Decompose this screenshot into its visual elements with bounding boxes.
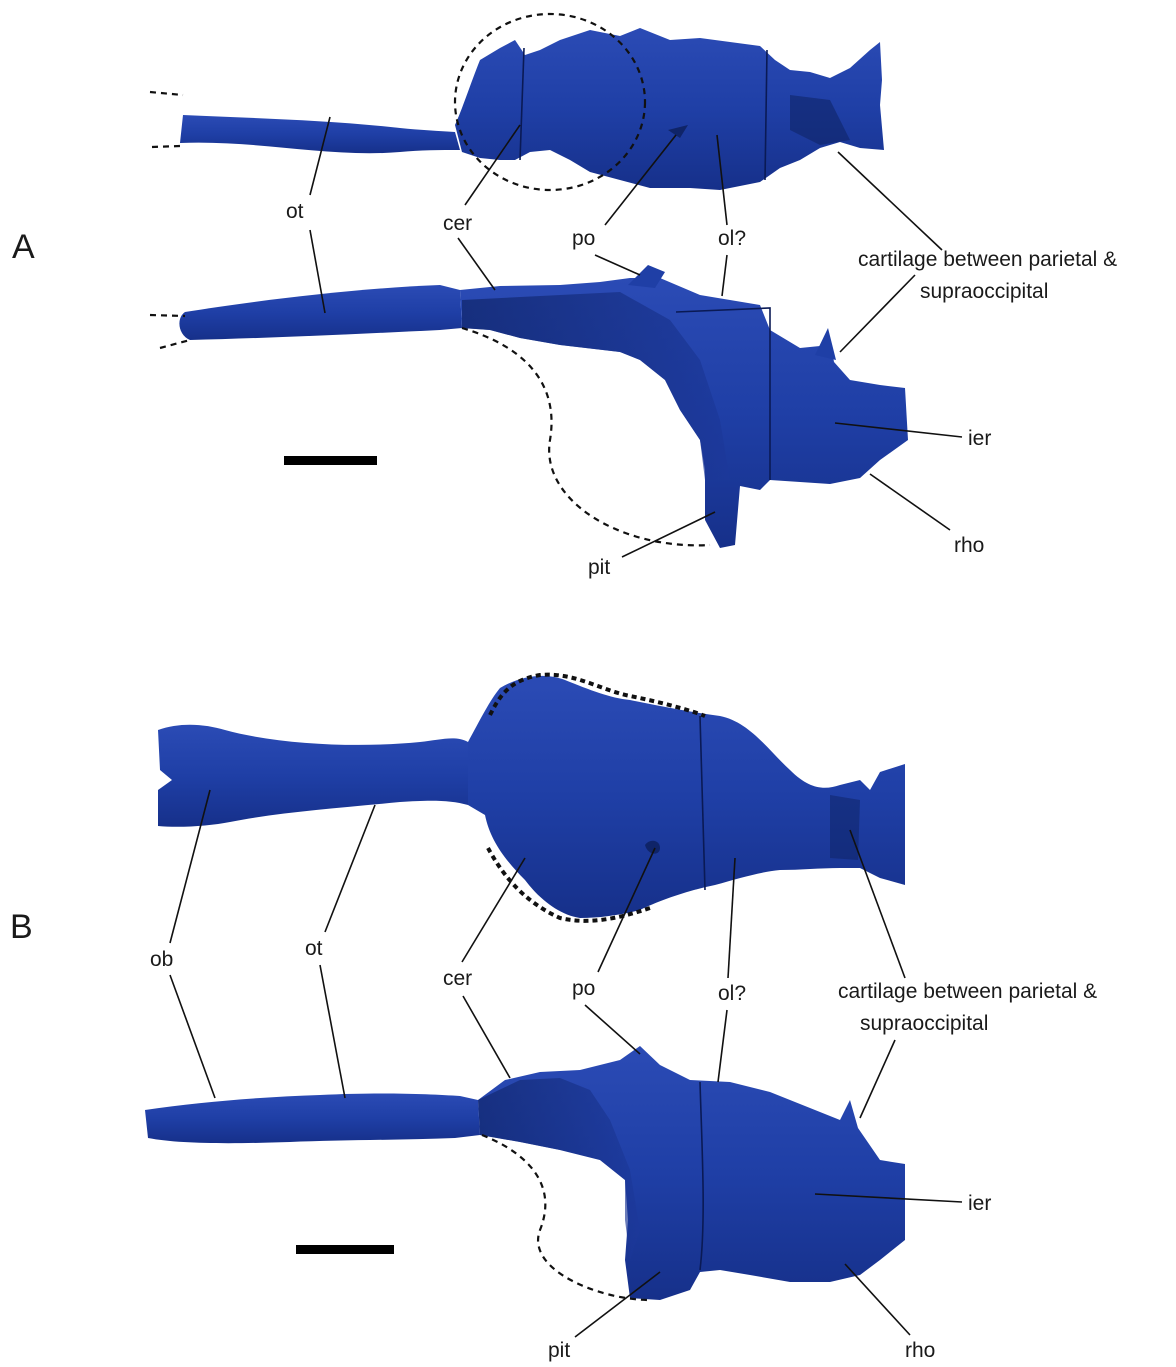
endocast-b-lateral (145, 1046, 905, 1300)
leader-b-rho (845, 1264, 910, 1335)
leader-a-cer-bottom (458, 238, 495, 290)
leader-b-pit (575, 1272, 660, 1337)
leader-a-cartilage-top (838, 152, 942, 250)
label-a-cartilage-1: cartilage between parietal & (858, 248, 1117, 271)
panel-b: B ob ot cer po (10, 675, 1097, 1362)
dark-patch-b1 (830, 795, 860, 860)
panel-label-b: B (10, 908, 33, 946)
label-a-cartilage-2: supraoccipital (920, 280, 1048, 303)
label-b-ot: ot (305, 937, 323, 960)
endocast-a-lateral (150, 265, 908, 548)
label-a-ot: ot (286, 200, 304, 223)
endocast-b-dorsal (158, 675, 905, 921)
olfactory-tract-b-lateral (145, 1093, 480, 1143)
label-a-rho: rho (954, 534, 984, 557)
label-b-cartilage-1: cartilage between parietal & (838, 980, 1097, 1003)
leader-b-ob-bottom (170, 975, 215, 1098)
leader-a-rho (870, 474, 950, 530)
leader-b-ot-bottom (320, 965, 345, 1098)
ot-edge-dash-a4 (160, 340, 190, 348)
label-a-cer: cer (443, 212, 472, 235)
leader-b-cer-top (462, 858, 525, 962)
label-b-ier: ier (968, 1192, 991, 1215)
label-a-ol: ol? (718, 227, 746, 250)
ot-edge-dash-a1 (150, 92, 183, 95)
leader-a-ol-bottom (722, 255, 727, 296)
label-b-cer: cer (443, 967, 472, 990)
label-b-ob: ob (150, 948, 173, 971)
label-a-pit: pit (588, 556, 610, 579)
scale-bar-a (284, 456, 377, 465)
label-b-pit: pit (548, 1339, 570, 1362)
leader-b-po-bottom (585, 1005, 640, 1054)
leader-a-cartilage-bottom (840, 275, 915, 352)
ot-edge-dash-a3 (150, 315, 185, 316)
label-a-po: po (572, 227, 595, 250)
olfactory-tract-a-dorsal (180, 115, 460, 153)
leader-b-ol-bottom (718, 1010, 727, 1082)
label-b-po: po (572, 977, 595, 1000)
leader-b-cartilage-bottom (860, 1040, 895, 1118)
label-a-ier: ier (968, 427, 991, 450)
label-b-rho: rho (905, 1339, 935, 1362)
label-b-cartilage-2: supraoccipital (860, 1012, 988, 1035)
panel-a: A ot cer (12, 14, 1117, 579)
leader-b-cer-bottom (463, 996, 510, 1078)
cartilage-spike-a (815, 328, 836, 360)
panel-label-a: A (12, 228, 35, 266)
leader-a-po-bottom (595, 255, 640, 275)
leader-a-pit (622, 512, 715, 557)
scale-bar-b (296, 1245, 394, 1254)
ot-edge-dash-a2 (152, 146, 180, 147)
endocast-a-dorsal (150, 14, 884, 190)
label-b-ol: ol? (718, 982, 746, 1005)
leader-b-ot-top (325, 805, 375, 932)
